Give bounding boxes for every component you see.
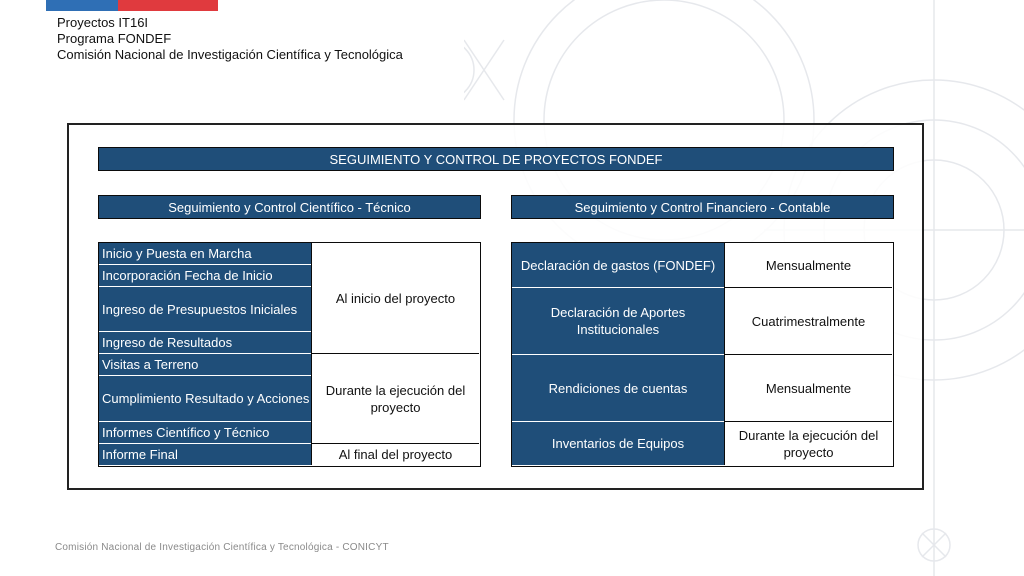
timing-during: Durante la ejecución del proyecto (311, 354, 479, 444)
frequency-label: Mensualmente (765, 380, 852, 396)
left-section-title-bar: Seguimiento y Control Científico - Técni… (98, 195, 481, 219)
left-row-label: Informes Científico y Técnico (102, 425, 270, 440)
left-row-label: Visitas a Terreno (102, 357, 199, 372)
timing-start-label: Al inicio del proyecto (335, 290, 456, 306)
left-row-label: Incorporación Fecha de Inicio (102, 268, 273, 283)
right-row-label: Declaración de Aportes Institucionales (550, 305, 686, 337)
left-row-label: Ingreso de Presupuestos Iniciales (102, 301, 298, 317)
timing-end-label: Al final del proyecto (338, 447, 453, 462)
header-line-project: Proyectos IT16I (57, 15, 149, 30)
right-row-label: Inventarios de Equipos (551, 436, 685, 451)
right-table: Declaración de gastos (FONDEF) Mensualme… (511, 242, 894, 467)
right-row-label: Rendiciones de cuentas (548, 380, 688, 396)
page-header: Proyectos IT16I Programa FONDEF Comisión… (57, 15, 403, 63)
left-row-item: Visitas a Terreno (99, 354, 311, 376)
main-title: SEGUIMIENTO Y CONTROL DE PROYECTOS FONDE… (329, 151, 663, 167)
right-row-label: Declaración de gastos (FONDEF) (520, 257, 716, 273)
left-table: Inicio y Puesta en Marcha Incorporación … (98, 242, 481, 467)
left-row-item: Informe Final (99, 444, 311, 465)
timing-during-label: Durante la ejecución del proyecto (325, 382, 466, 415)
left-row-label: Informe Final (102, 447, 178, 462)
left-section-title: Seguimiento y Control Científico - Técni… (168, 199, 411, 215)
flag-blue-segment (46, 0, 118, 11)
right-row-frequency: Mensualmente (724, 355, 892, 422)
right-row-item: Rendiciones de cuentas (512, 355, 724, 422)
timing-start: Al inicio del proyecto (311, 243, 479, 354)
frequency-label: Cuatrimestralmente (751, 313, 866, 329)
right-row-frequency: Durante la ejecución del proyecto (724, 422, 892, 465)
frequency-label: Durante la ejecución del proyecto (738, 427, 879, 460)
left-row-label: Inicio y Puesta en Marcha (102, 246, 252, 261)
timing-end: Al final del proyecto (311, 444, 479, 465)
left-row-label: Cumplimiento Resultado y Acciones (102, 391, 310, 406)
header-line-program: Programa FONDEF (57, 31, 172, 46)
right-row-item: Inventarios de Equipos (512, 422, 724, 465)
right-section-title: Seguimiento y Control Financiero - Conta… (574, 199, 831, 215)
left-row-item: Incorporación Fecha de Inicio (99, 265, 311, 287)
left-row-item: Informes Científico y Técnico (99, 422, 311, 444)
left-row-item: Ingreso de Presupuestos Iniciales (99, 287, 311, 332)
header-line-commission: Comisión Nacional de Investigación Cient… (57, 47, 403, 62)
left-row-item: Cumplimiento Resultado y Acciones (99, 376, 311, 422)
flag-bar (46, 0, 218, 11)
frequency-label: Mensualmente (765, 257, 852, 273)
flag-red-segment (118, 0, 218, 11)
left-row-item: Inicio y Puesta en Marcha (99, 243, 311, 265)
right-row-item: Declaración de gastos (FONDEF) (512, 243, 724, 288)
right-row-item: Declaración de Aportes Institucionales (512, 288, 724, 355)
main-title-bar: SEGUIMIENTO Y CONTROL DE PROYECTOS FONDE… (98, 147, 894, 171)
page-footer: Comisión Nacional de Investigación Cient… (55, 542, 389, 553)
right-row-frequency: Mensualmente (724, 243, 892, 288)
left-row-label: Ingreso de Resultados (102, 335, 233, 350)
right-row-frequency: Cuatrimestralmente (724, 288, 892, 355)
left-row-item: Ingreso de Resultados (99, 332, 311, 354)
right-section-title-bar: Seguimiento y Control Financiero - Conta… (511, 195, 894, 219)
